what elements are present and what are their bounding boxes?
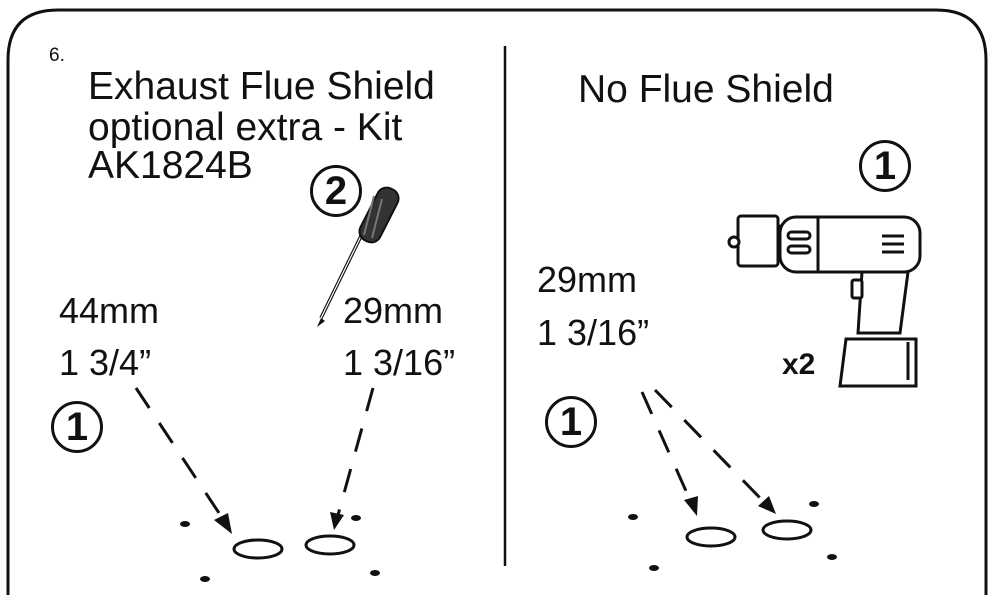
- left-heading-line-2: optional extra - Kit: [88, 106, 403, 149]
- screw-dot: [370, 570, 380, 576]
- step-badge-1-left: 1: [51, 401, 103, 453]
- arrow-right-hole-a: [640, 391, 692, 501]
- measure-29mm-left: 29mm: [343, 290, 444, 331]
- hole-29mm: [304, 534, 356, 556]
- step-badge-2: 2: [310, 165, 362, 217]
- left-heading-line-1: Exhaust Flue Shield: [88, 65, 435, 108]
- arrow-small-hole-head: [330, 512, 344, 530]
- hole-44mm: [232, 538, 284, 560]
- step-badge-1-right: 1: [545, 396, 597, 448]
- arrow-right-hole-b: [653, 388, 766, 504]
- hole-29mm-right-a: [685, 526, 737, 548]
- measure-1-3-4-in: 1 3/4”: [59, 342, 152, 383]
- measure-44mm: 44mm: [59, 290, 160, 331]
- arrow-right-hole-a-head: [684, 496, 698, 516]
- left-heading-line-3: AK1824B: [88, 144, 253, 187]
- hole-29mm-right-b: [761, 519, 813, 541]
- arrow-large-hole: [134, 387, 227, 523]
- screw-dot: [827, 554, 837, 560]
- screw-dot: [351, 515, 361, 521]
- quantity-label: x2: [782, 348, 816, 381]
- step-badge-1-tool: 1: [859, 140, 911, 192]
- panel-frame: [6, 8, 988, 595]
- arrow-small-hole: [336, 387, 375, 516]
- screw-dot: [809, 501, 819, 507]
- drill-icon: [727, 214, 922, 388]
- arrow-large-hole-head: [214, 513, 232, 534]
- measure-1-3-16-in-right: 1 3/16”: [537, 312, 650, 353]
- screw-dot: [649, 565, 659, 571]
- measure-29mm-right: 29mm: [537, 259, 638, 300]
- screw-dot: [628, 514, 638, 520]
- screw-dot: [180, 521, 190, 527]
- right-heading: No Flue Shield: [578, 68, 834, 111]
- screwdriver-icon: [317, 186, 400, 327]
- screw-dot: [200, 576, 210, 582]
- measure-1-3-16-in-left: 1 3/16”: [343, 342, 456, 383]
- arrow-right-hole-b-head: [758, 496, 776, 514]
- step-number: 6.: [49, 45, 65, 66]
